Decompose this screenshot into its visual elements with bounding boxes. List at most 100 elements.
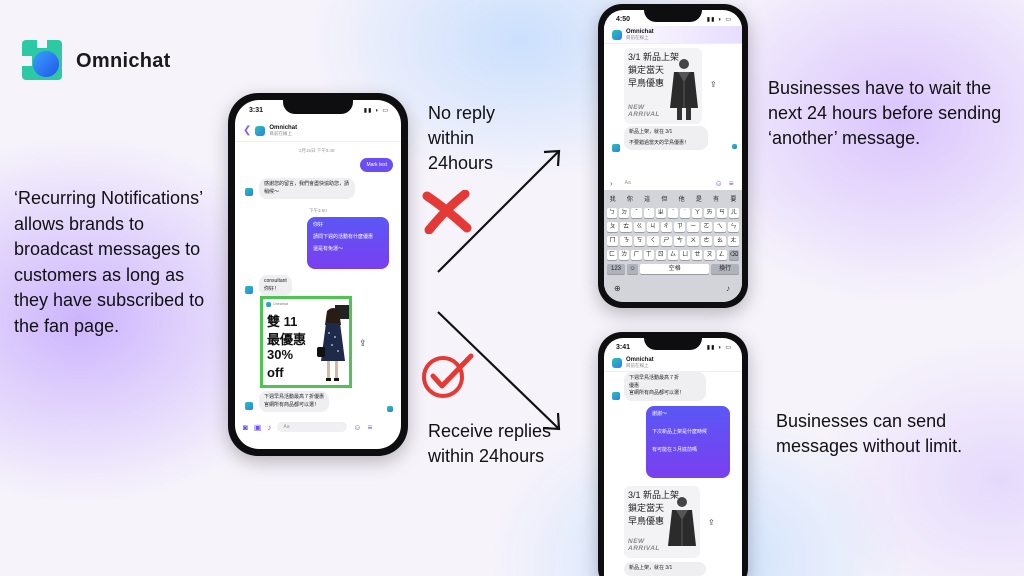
suggestion[interactable]: 有 [713, 197, 720, 203]
key[interactable]: ㄝ [692, 250, 703, 260]
key[interactable]: ㄐ [647, 222, 659, 232]
arrival-text: ARRIVAL [628, 545, 660, 552]
chat-header: ❮ Omnichat 目前在線上 [235, 120, 401, 142]
key[interactable]: ㄤ [727, 236, 740, 246]
suggestion[interactable]: 他 [678, 197, 685, 203]
key[interactable]: ˙ [680, 208, 691, 218]
contact-avatar [255, 125, 266, 136]
key[interactable]: ㄩ [680, 250, 691, 260]
phone-bottom: 3:41 ▮▮ ◗ ▭ Omnichat 目前在線上 下週早鳥活動最高７折 優惠… [598, 332, 748, 576]
globe-icon[interactable]: ⊕ [614, 284, 621, 293]
incoming-message: consultant 你好！ [259, 275, 292, 296]
key[interactable]: ˊ [667, 208, 679, 218]
back-arrow-icon[interactable]: ❮ [243, 125, 252, 136]
camera-icon[interactable]: ◙ [243, 422, 248, 432]
key[interactable]: ㄡ [704, 250, 715, 260]
emoji-key[interactable]: ☺ [627, 264, 639, 274]
key[interactable]: ㄟ [714, 222, 726, 232]
key[interactable]: ㄣ [727, 222, 740, 232]
message-line: 下次新品上架是什麼時候 [652, 429, 708, 435]
key[interactable]: ㄊ [620, 222, 632, 232]
space-key[interactable]: 空格 [640, 264, 710, 274]
backspace-key[interactable]: ⌫ [728, 250, 740, 260]
promo-image-card[interactable]: Omnichat 雙 11 最優惠 30% off [260, 296, 352, 388]
key[interactable]: ㄧ [687, 222, 699, 232]
product-card[interactable]: 3/1 新品上架 鎖定當天 早鳥優惠 NEW ARRIVAL [624, 48, 702, 124]
key[interactable]: ㄜ [700, 236, 713, 246]
key[interactable]: ㄋ [620, 236, 632, 246]
image-icon[interactable]: ▣ [253, 422, 262, 432]
key[interactable]: ㄢ [716, 208, 727, 218]
key[interactable]: ㄒ [643, 250, 654, 260]
keyboard-row: ㄇ ㄋ ㄎ ㄑ ㄕ ㄘ ㄨ ㄜ ㄠ ㄤ [606, 236, 740, 246]
promo-brand: Omnichat [273, 302, 288, 306]
bot-avatar [612, 392, 620, 400]
key[interactable]: ˋ [643, 208, 654, 218]
business-wait-label: Businesses have to wait the next 24 hour… [768, 78, 1002, 148]
message-input[interactable]: Aa [618, 178, 709, 188]
key[interactable]: ㄌ [619, 250, 630, 260]
message-line: 你好！ [264, 285, 280, 292]
message-input[interactable]: Aa [277, 422, 348, 432]
message-line: 下週早鳥活動最高７折優惠 [264, 394, 325, 400]
incoming-message: 下週早鳥活動最高７折 優惠 官網所有商品都可以選！ [624, 372, 706, 401]
key[interactable]: ㄖ [655, 250, 666, 260]
mic-icon[interactable]: ♪ [726, 284, 730, 293]
status-time: 4:50 [616, 16, 631, 23]
key[interactable]: ㄏ [631, 250, 642, 260]
menu-icon[interactable]: ≡ [367, 422, 373, 432]
key[interactable]: ㄥ [716, 250, 727, 260]
message-line: 下週早鳥活動最高７折 [629, 375, 680, 381]
key[interactable]: ㄅ [606, 208, 618, 218]
message-line: 有可能在３月底前嗎 [652, 447, 698, 453]
emoji-icon[interactable]: ☺ [714, 178, 723, 188]
jacket-image [668, 497, 696, 546]
outgoing-message-group: 你好 請問下週的活動有什麼優惠 還是有免運～ [307, 217, 389, 269]
suggestion[interactable]: 但 [661, 197, 668, 203]
key[interactable]: ㄞ [704, 208, 715, 218]
key[interactable]: ㄍ [633, 222, 646, 232]
key[interactable]: ㄠ [714, 236, 726, 246]
mic-icon[interactable]: ♪ [267, 422, 272, 432]
share-icon[interactable]: ⇪ [708, 518, 715, 527]
promo-line: 30% [267, 347, 294, 362]
menu-icon[interactable]: ≡ [728, 178, 734, 188]
suggestion[interactable]: 要 [730, 197, 737, 203]
check-circle-icon [422, 353, 474, 398]
contact-name: Omnichat [626, 356, 654, 363]
key[interactable]: ㄚ [692, 208, 703, 218]
key[interactable]: ㄎ [633, 236, 646, 246]
card-title-line: 早鳥優惠 [628, 78, 665, 88]
bot-avatar [245, 286, 253, 294]
key[interactable]: ㄙ [667, 250, 679, 260]
key[interactable]: ㄘ [674, 236, 686, 246]
suggestion[interactable]: 是 [695, 197, 702, 203]
suggestion[interactable]: 我 [609, 197, 616, 203]
incoming-message: 感謝您的留言，我們會盡快協助您，請稍候～ [259, 178, 355, 199]
suggestion[interactable]: 這 [644, 197, 651, 203]
emoji-icon[interactable]: ☺ [353, 422, 362, 432]
key[interactable]: ㄑ [647, 236, 659, 246]
product-card[interactable]: 3/1 新品上架 鎖定當天 早鳥優惠 NEW ARRIVAL [624, 486, 700, 558]
numbers-key[interactable]: 123 [607, 264, 625, 274]
key[interactable]: ㄨ [687, 236, 699, 246]
key[interactable]: ㄗ [674, 222, 686, 232]
suggestion[interactable]: 你 [626, 197, 633, 203]
key[interactable]: ㄆ [606, 222, 619, 232]
key[interactable]: ㄕ [660, 236, 672, 246]
key[interactable]: ㄉ [619, 208, 630, 218]
return-key[interactable]: 換行 [711, 264, 739, 274]
key[interactable]: ˇ [631, 208, 642, 218]
key[interactable]: ㄦ [728, 208, 740, 218]
read-receipt-icon [732, 144, 737, 149]
key[interactable]: ㄔ [660, 222, 672, 232]
share-icon[interactable]: ⇪ [359, 338, 367, 348]
zhuyin-keyboard: 我 你 這 但 他 是 有 要 ㄅ ㄉ ˇ ˋ ㄓ ˊ ˙ ㄚ ㄞ ㄢ ㄦ [604, 190, 742, 302]
key[interactable]: ㄈ [606, 250, 618, 260]
key[interactable]: ㄇ [606, 236, 619, 246]
chevron-right-icon[interactable]: › [610, 178, 613, 188]
message-line: 新品上架，就在 3/1 [629, 129, 673, 135]
key[interactable]: ㄓ [655, 208, 666, 218]
share-icon[interactable]: ⇪ [710, 80, 717, 89]
key[interactable]: ㄛ [700, 222, 713, 232]
